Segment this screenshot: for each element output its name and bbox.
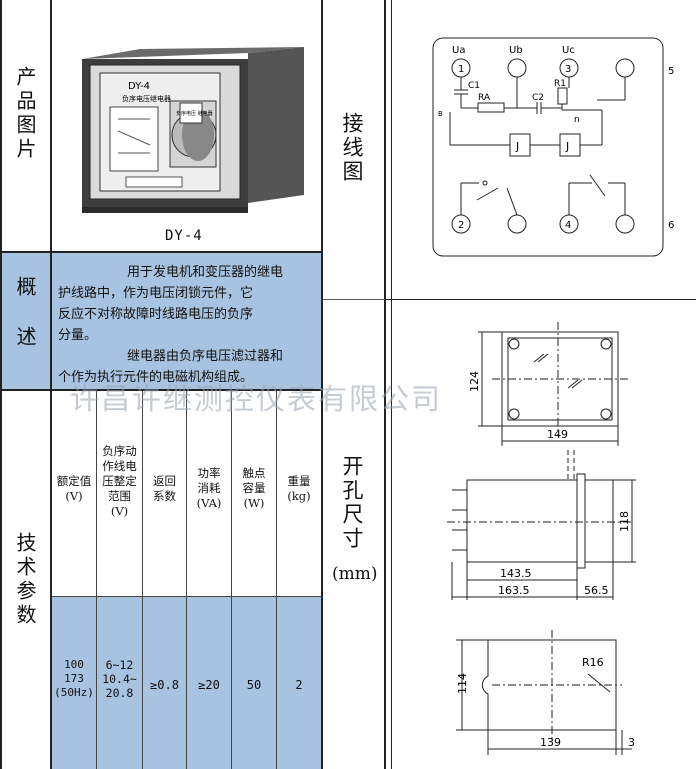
terminal-ub-label: Ub: [509, 45, 523, 56]
table-col-line-1: [96, 391, 97, 769]
mid-row-divider: [323, 299, 385, 300]
left-col-divider: [50, 0, 52, 769]
table-col-line-4: [231, 391, 232, 769]
b-label: B: [438, 110, 443, 118]
terminal-2: 2: [458, 220, 464, 231]
row-divider-1: [0, 251, 323, 253]
overview-line-1: 用于发电机和变压器的继电: [127, 265, 284, 280]
product-photo: DY-4 负序电压继电器 负序电压 继电器: [82, 47, 304, 213]
dim-cut-margin: 3: [628, 736, 635, 749]
value-rated: 100 173 (50Hz): [54, 658, 94, 699]
dimension-drawings: 124 149 118 143.5 163.5 56.5 114 R16 139…: [447, 322, 636, 755]
overview-label-bg: [2, 253, 50, 389]
device-face-knob-label: 负序电压 继电器: [176, 110, 213, 117]
header-setting-range: 负序动 作线电 压整定 范围 (V): [102, 444, 137, 518]
overview-label: 概述: [13, 276, 37, 376]
n-label: n: [574, 115, 580, 125]
overview-line-5: 继电器由负序电压滤过器和: [127, 349, 284, 364]
company-watermark: 许昌许继测控仪表有限公司: [70, 382, 443, 416]
model-caption: DY-4: [165, 228, 203, 244]
r1-label: R1: [554, 79, 566, 89]
terminal-3: 3: [565, 64, 571, 75]
overview-line-4: 分量。: [58, 328, 98, 343]
overview-line-3: 反应不对称故障时线路电压的负序: [58, 307, 254, 322]
ra-label: RA: [478, 93, 491, 103]
value-power: ≥20: [198, 678, 220, 692]
overview-bg: [52, 253, 321, 389]
dim-side-depth-2: 163.5: [498, 584, 530, 597]
terminal-6: 6: [668, 220, 674, 231]
relay-j1: J: [515, 140, 519, 153]
product-photo-label: 产品图片: [13, 66, 37, 162]
value-contact-capacity: 50: [246, 678, 262, 692]
terminal-uc-label: Uc: [562, 45, 575, 56]
header-power: 功率 消耗 (VA): [196, 466, 222, 510]
table-col-line-3: [186, 391, 187, 769]
right-panel-left-border: [391, 0, 392, 769]
value-weight: 2: [295, 678, 303, 692]
device-face-title: DY-4: [128, 81, 150, 92]
dim-front-width: 149: [547, 428, 568, 441]
header-weight: 重量 (kg): [287, 474, 311, 503]
table-col-line-5: [276, 391, 277, 769]
wiring-diagram-label: 接线图: [340, 112, 364, 184]
overview-line-2: 护线路中，作为电压闭锁元件，它: [58, 286, 254, 301]
terminal-1: 1: [458, 64, 464, 75]
dim-front-height: 124: [468, 371, 481, 392]
right-row-divider: [385, 299, 696, 300]
terminal-4: 4: [565, 220, 571, 231]
overview-line-6: 个作为执行元件的电磁机构组成。: [58, 370, 254, 385]
frame-left: [0, 0, 2, 769]
dim-side-depth-1: 143.5: [500, 567, 532, 580]
terminal-ua-label: Ua: [452, 45, 465, 56]
table-header-divider: [52, 596, 322, 597]
relay-j2: J: [565, 140, 569, 153]
tech-params-label: 技术参数: [13, 532, 37, 628]
cutout-size-label: 开孔尺寸: [340, 455, 364, 551]
dim-side-depth-3: 56.5: [584, 584, 609, 597]
dim-side-height: 118: [618, 511, 631, 532]
value-return-coef: ≥0.8: [150, 678, 179, 692]
row-divider-2: [0, 389, 323, 391]
c1-label: C1: [468, 81, 480, 91]
c2-label: C2: [532, 93, 544, 103]
dim-cut-width: 139: [540, 736, 561, 749]
header-contact-capacity: 触点 容量 (W): [242, 466, 266, 510]
header-return-coef: 返回 系数: [153, 474, 176, 503]
dim-cut-height: 114: [456, 673, 469, 694]
value-setting-range: 6~12 10.4~ 20.8: [102, 658, 137, 700]
wiring-diagram: Ua Ub Uc 1 3 5 C1 RA C2 R1 n B J J 2 4: [432, 37, 674, 257]
right-label-divider: [384, 0, 386, 769]
cutout-unit: (mm): [332, 564, 378, 584]
device-face-subtitle: 负序电压继电器: [122, 94, 171, 103]
left-panel-right-border: [321, 0, 323, 769]
dim-cut-radius: R16: [582, 656, 604, 669]
terminal-5: 5: [668, 66, 674, 77]
table-col-line-2: [142, 391, 143, 769]
header-rated-value: 额定值 (V): [56, 474, 92, 503]
